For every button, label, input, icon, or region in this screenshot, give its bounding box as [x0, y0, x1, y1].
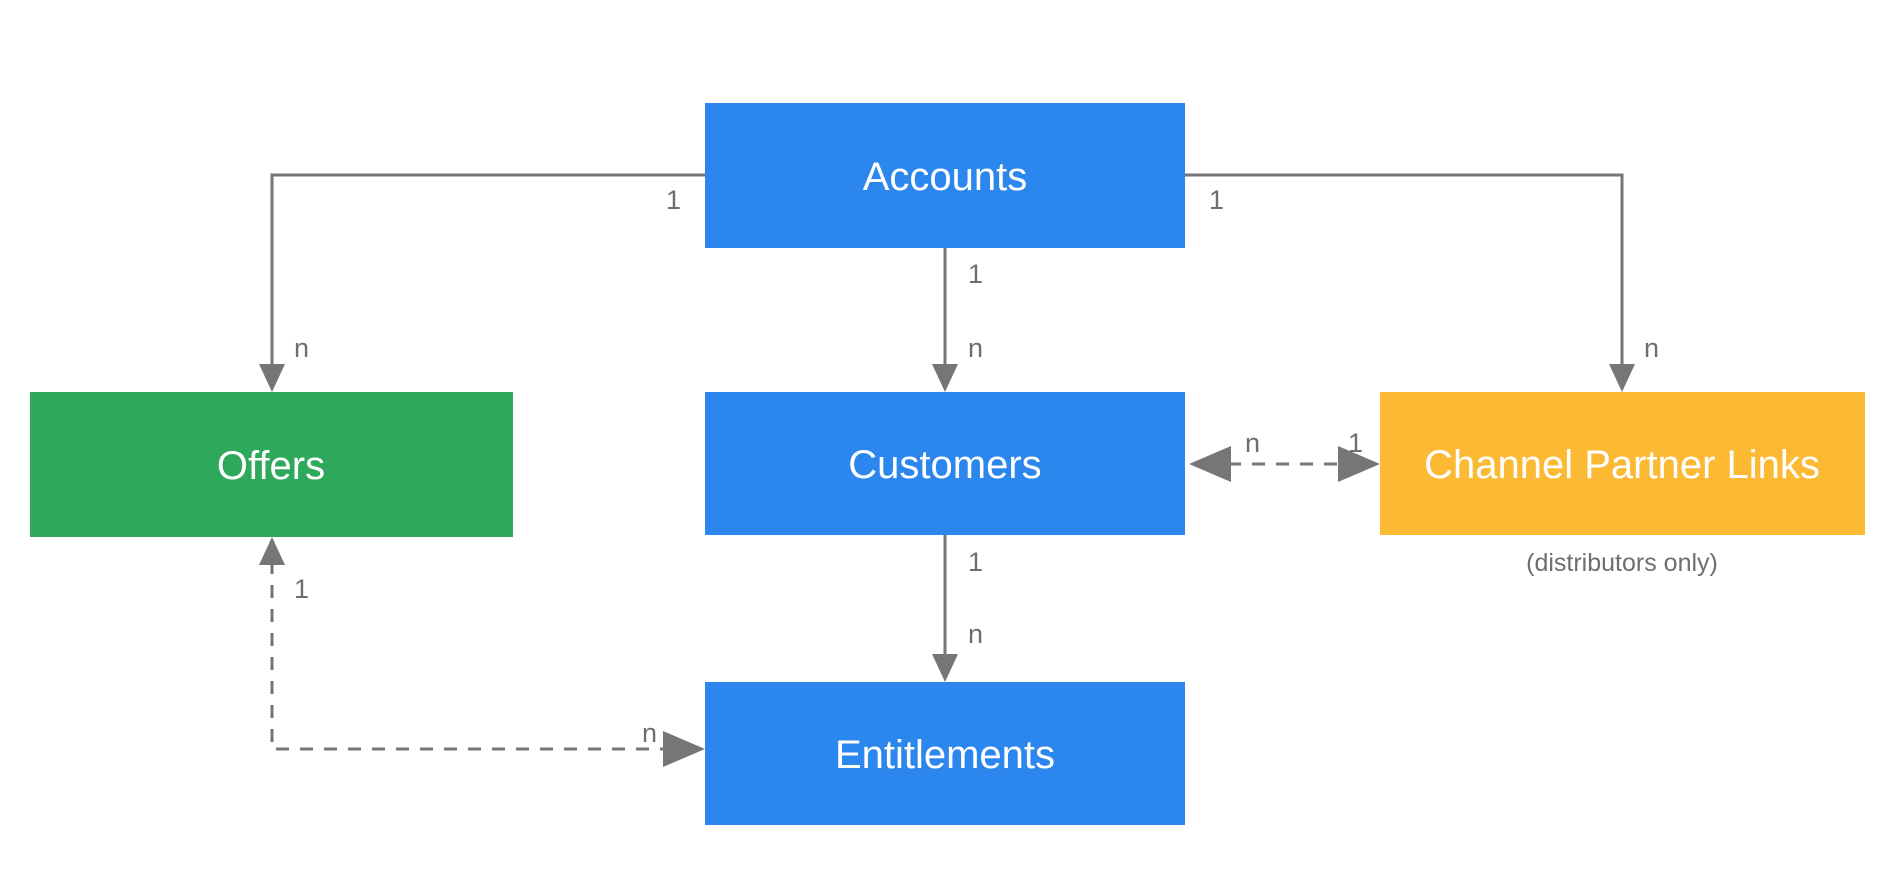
node-customers-label: Customers	[848, 443, 1041, 487]
arrowhead-start	[1189, 446, 1231, 482]
edge-customers-to-entitlements: 1 n	[932, 535, 983, 682]
channel-partner-links-caption: (distributors only)	[1526, 549, 1718, 577]
arrowhead-end	[259, 364, 285, 392]
arrowhead-end	[663, 731, 705, 767]
arrowhead-start	[259, 537, 285, 565]
edge-cardinality-source: 1	[294, 574, 309, 604]
arrowhead-end	[932, 364, 958, 392]
node-channel-partner-links[interactable]: Channel Partner Links	[1380, 392, 1865, 535]
node-accounts[interactable]: Accounts	[705, 103, 1185, 248]
node-offers-label: Offers	[217, 444, 325, 488]
node-accounts-box[interactable]	[705, 103, 1185, 248]
edge-cardinality-source: 1	[968, 259, 983, 289]
node-accounts-label: Accounts	[863, 155, 1028, 199]
edge-accounts-to-channel-partner-links: 1 n	[1185, 173, 1659, 392]
edge-cardinality-source: 1	[666, 185, 681, 215]
edge-cardinality-source: n	[1245, 428, 1260, 458]
edge-line	[270, 173, 705, 368]
edge-cardinality-source: 1	[968, 547, 983, 577]
edge-customers-channel-partner-links: n 1	[1189, 428, 1380, 482]
edge-line	[1185, 173, 1624, 368]
node-channel-partner-links-label: Channel Partner Links	[1424, 443, 1820, 487]
edge-cardinality-target: n	[968, 619, 983, 649]
arrowhead-end	[932, 654, 958, 682]
edge-cardinality-target: n	[294, 333, 309, 363]
node-customers[interactable]: Customers	[705, 392, 1185, 535]
edge-line	[270, 561, 668, 751]
node-offers-box[interactable]	[30, 392, 513, 537]
edge-cardinality-target: n	[1644, 333, 1659, 363]
node-entitlements-box[interactable]	[705, 682, 1185, 825]
edge-cardinality-target: n	[968, 333, 983, 363]
arrowhead-end	[1338, 446, 1380, 482]
edge-offers-to-entitlements: 1 n	[259, 537, 705, 767]
node-entitlements-label: Entitlements	[835, 733, 1055, 777]
edge-cardinality-target: 1	[1348, 428, 1363, 458]
arrowhead-end	[1609, 364, 1635, 392]
node-entitlements[interactable]: Entitlements	[705, 682, 1185, 825]
edge-accounts-to-offers: 1 n	[259, 173, 705, 392]
edge-cardinality-source: 1	[1209, 185, 1224, 215]
edge-accounts-to-customers: 1 n	[932, 248, 983, 392]
node-offers[interactable]: Offers	[30, 392, 513, 537]
edge-cardinality-target: n	[642, 718, 657, 748]
node-customers-box[interactable]	[705, 392, 1185, 535]
node-channel-partner-links-box[interactable]	[1380, 392, 1865, 535]
